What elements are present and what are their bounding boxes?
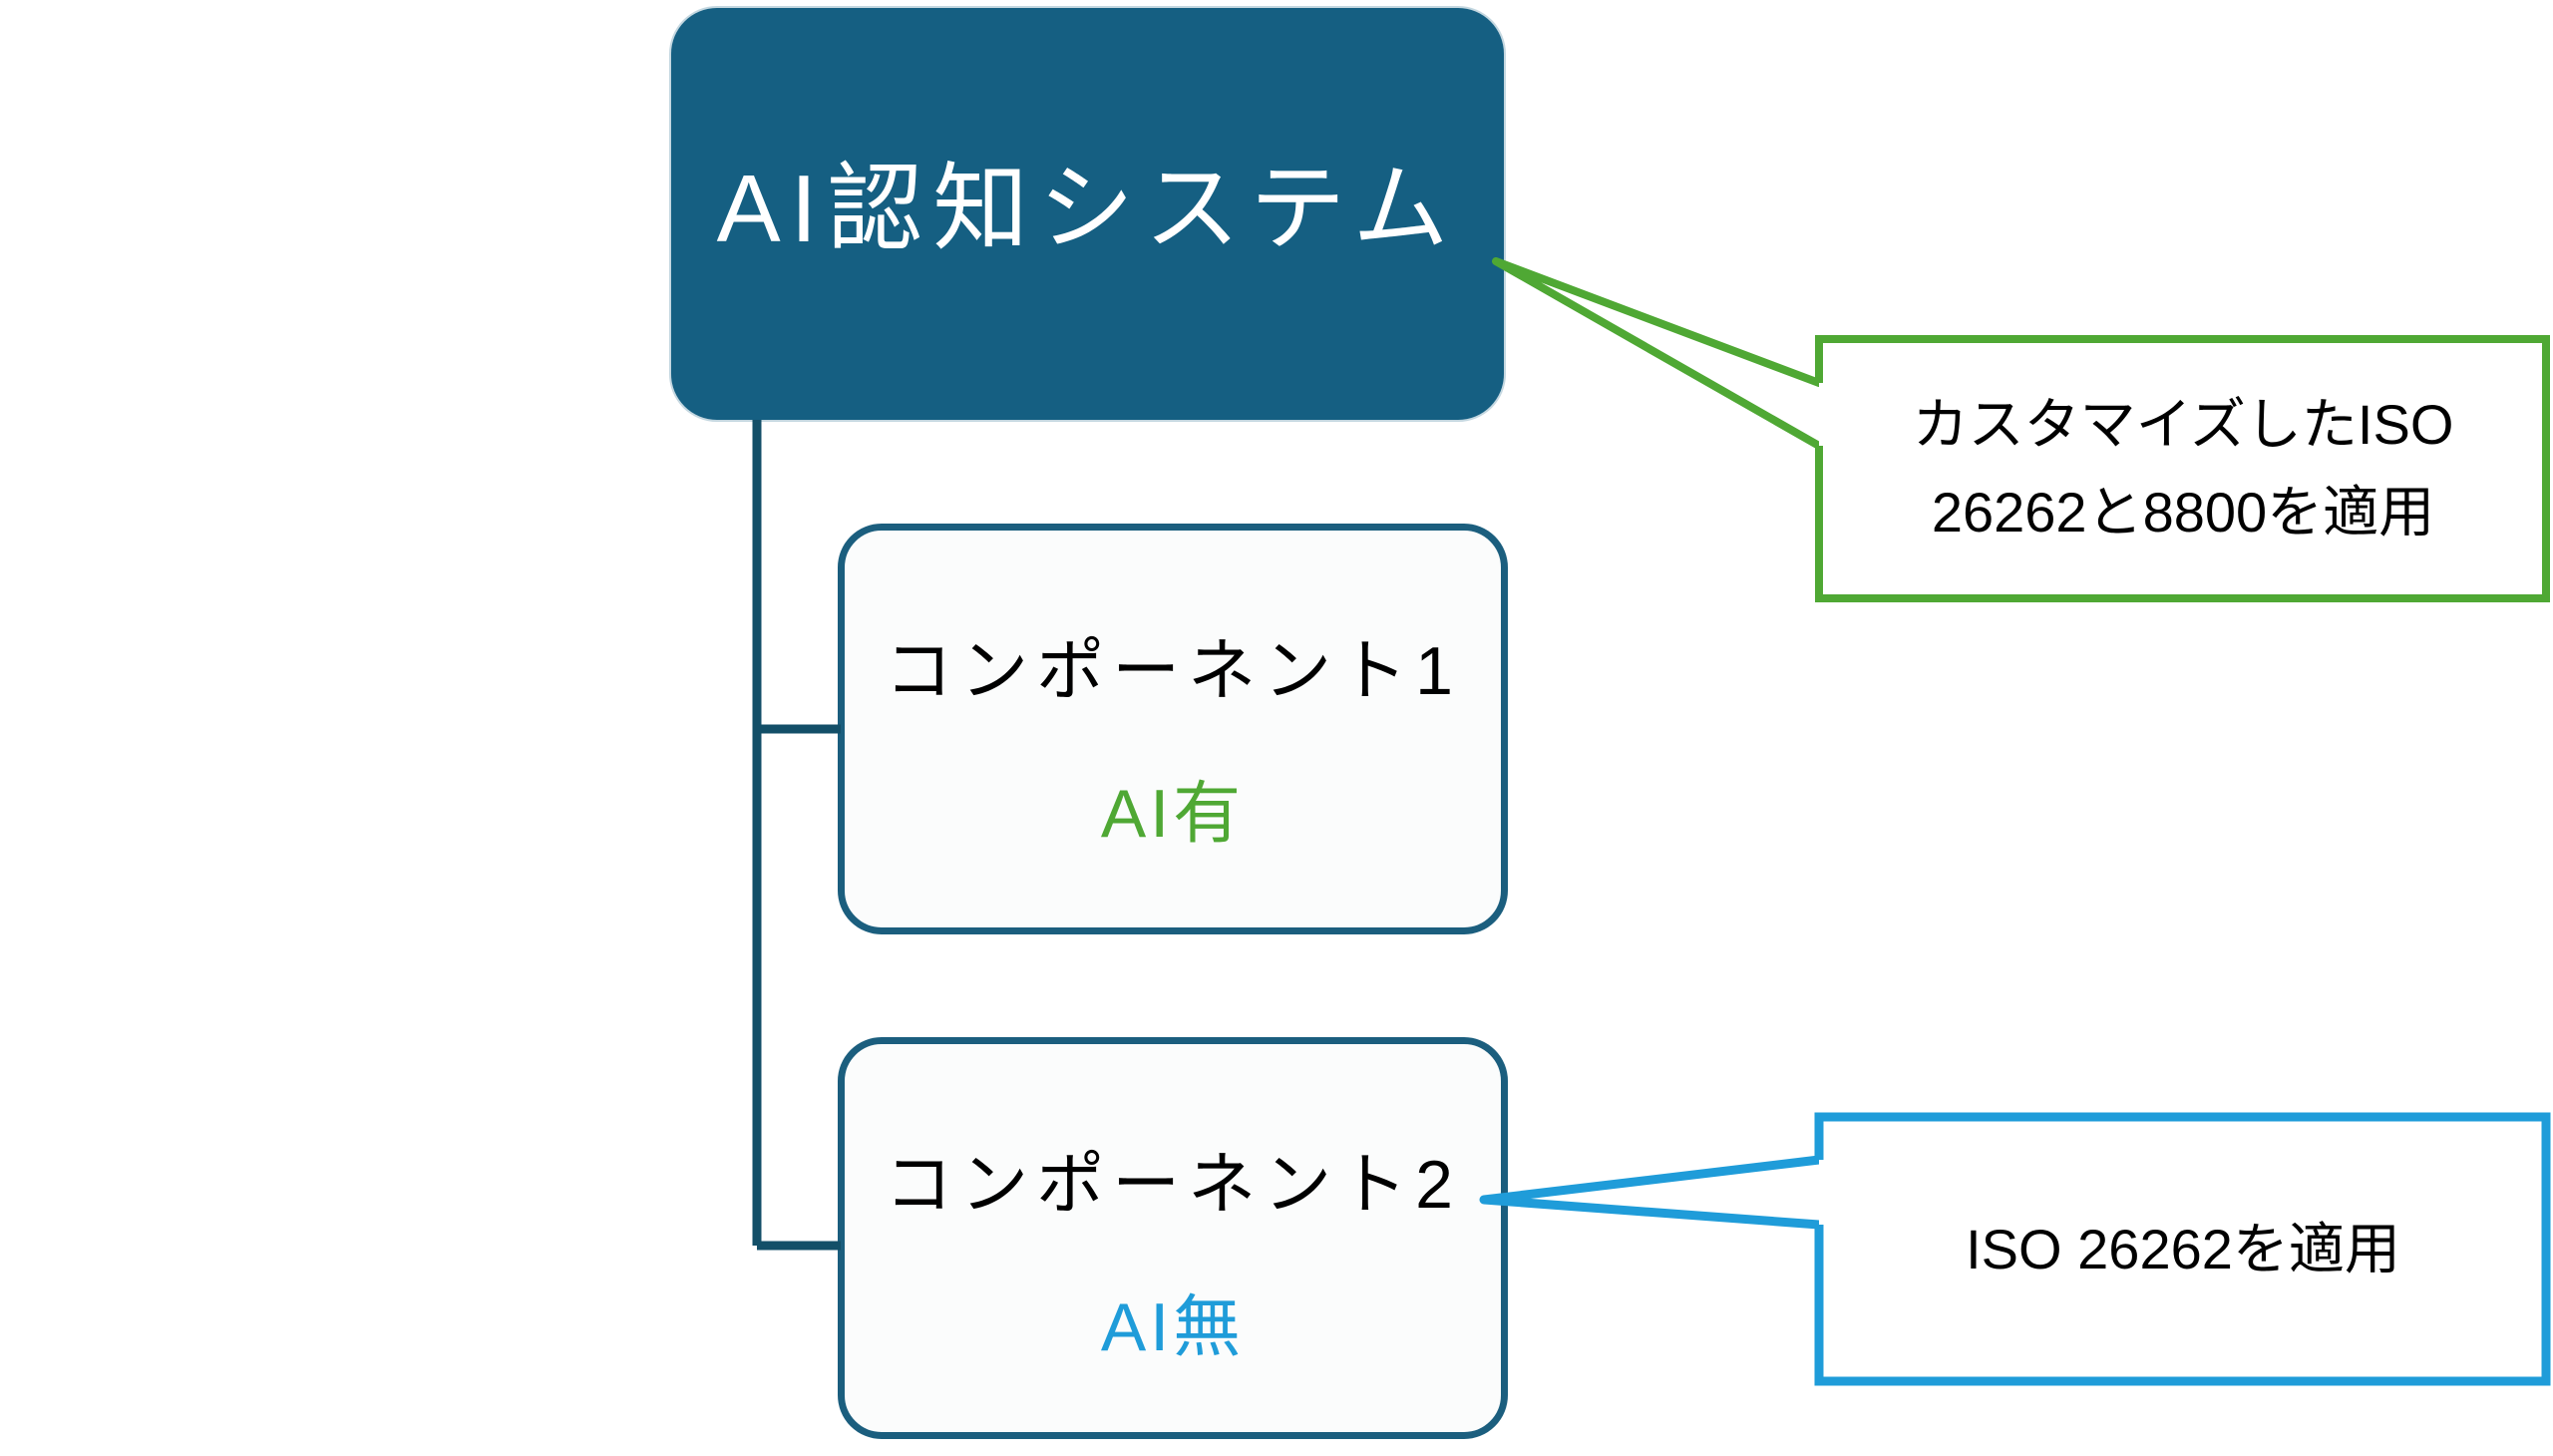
root-node: AI認知システム xyxy=(671,8,1504,420)
tree-connector-line xyxy=(752,420,841,1251)
component-2-ai-tag: AI無 xyxy=(1100,1289,1246,1365)
component-node-1: コンポーネント1 AI有 xyxy=(838,524,1508,934)
component-1-title: コンポーネント1 xyxy=(885,633,1461,709)
blue-callout-tail xyxy=(1479,1155,1824,1230)
blue-callout-label: ISO 26262を適用 xyxy=(1831,1129,2535,1370)
component-1-ai-tag: AI有 xyxy=(1100,776,1246,852)
blue-callout-line-1: ISO 26262を適用 xyxy=(1966,1218,2400,1280)
green-callout-tail xyxy=(1492,257,1823,450)
component-2-title: コンポーネント2 xyxy=(885,1147,1461,1223)
root-node-label: AI認知システム xyxy=(716,156,1459,262)
green-callout-label: カスタマイズしたISO 26262と8800を適用 xyxy=(1831,351,2535,586)
component-node-2: コンポーネント2 AI無 xyxy=(838,1037,1508,1439)
green-callout-line-1: カスタマイズしたISO xyxy=(1912,393,2454,456)
green-callout-line-2: 26262と8800を適用 xyxy=(1931,481,2435,544)
